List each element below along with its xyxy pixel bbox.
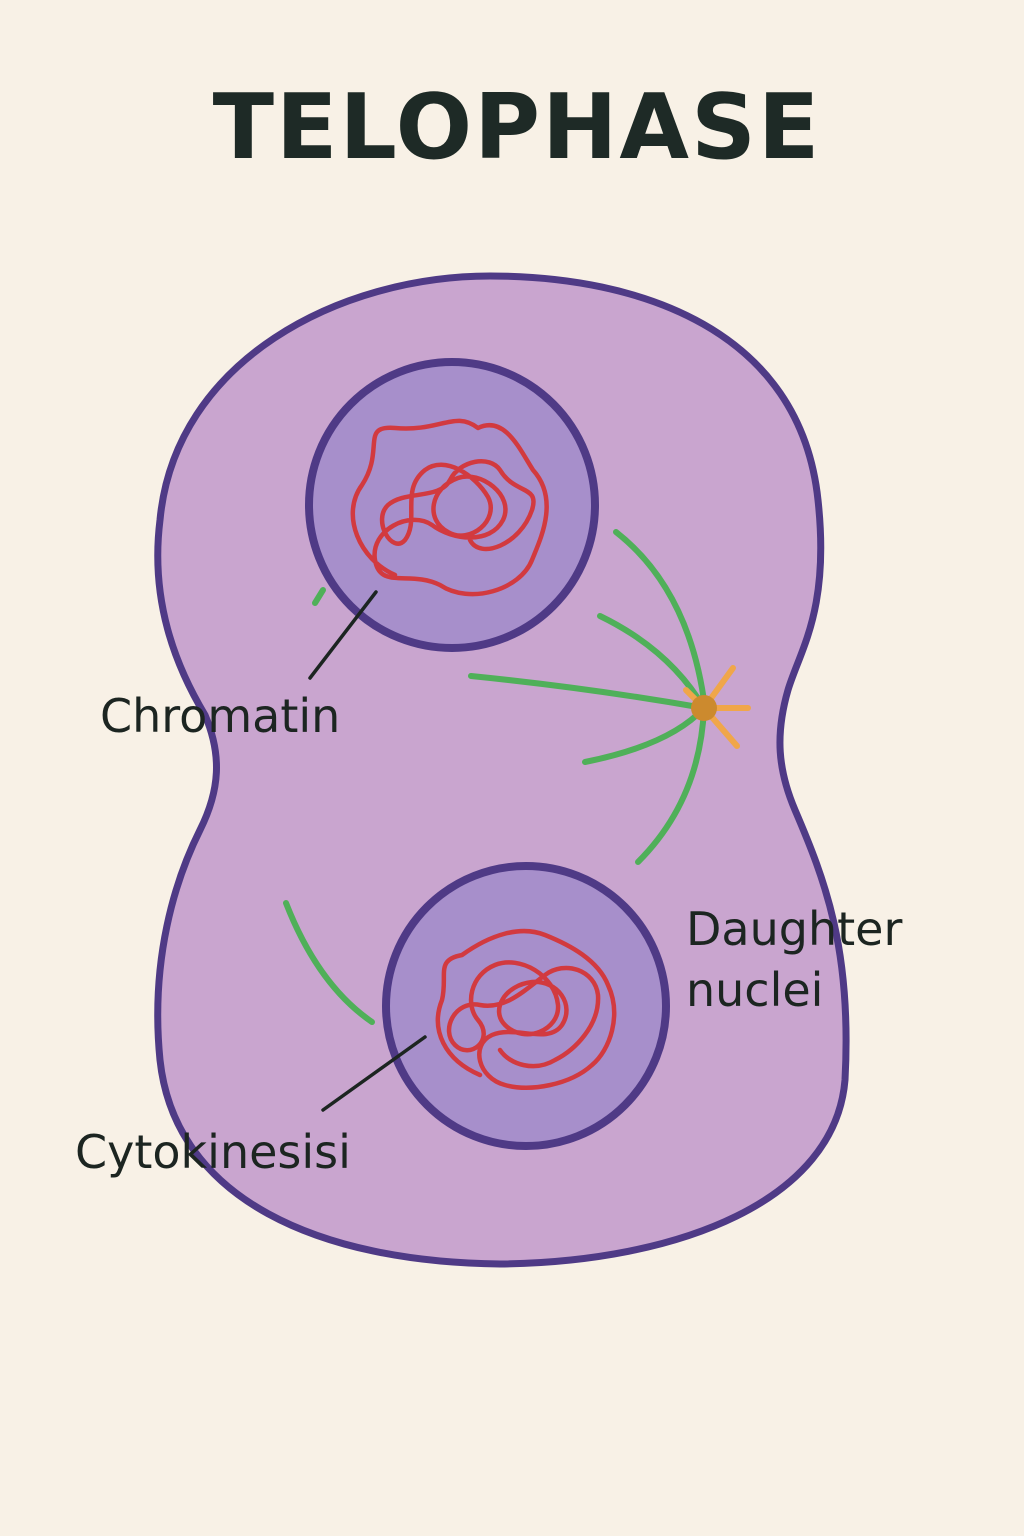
- daughter-nuclei-label-line2: nuclei: [686, 963, 823, 1017]
- diagram-title: TELOPHASE: [213, 75, 822, 180]
- spindle-fiber: [468, 673, 707, 711]
- chromatin-strand: [435, 928, 617, 1090]
- chromatin-pointer-line: [308, 590, 378, 680]
- chromatin-label: Chromatin: [100, 689, 340, 743]
- spindle-fiber: [635, 705, 707, 865]
- cytokinesis-pointer-line: [321, 1035, 427, 1112]
- daughter-nuclei-label-line1: Daughter: [686, 902, 902, 956]
- centrosome: [683, 665, 751, 749]
- daughter-nucleus-bottom: [382, 862, 670, 1150]
- spindle-fiber: [283, 900, 375, 1025]
- chromatin-strand: [350, 418, 549, 597]
- cytokinesis-label: Cytokinesisi: [75, 1125, 351, 1179]
- spindle-fiber: [597, 613, 707, 711]
- daughter-nucleus-top: [305, 358, 599, 652]
- spindle-fiber: [613, 529, 708, 711]
- label-pointers: [308, 590, 427, 1112]
- spindle-fiber: [312, 587, 326, 606]
